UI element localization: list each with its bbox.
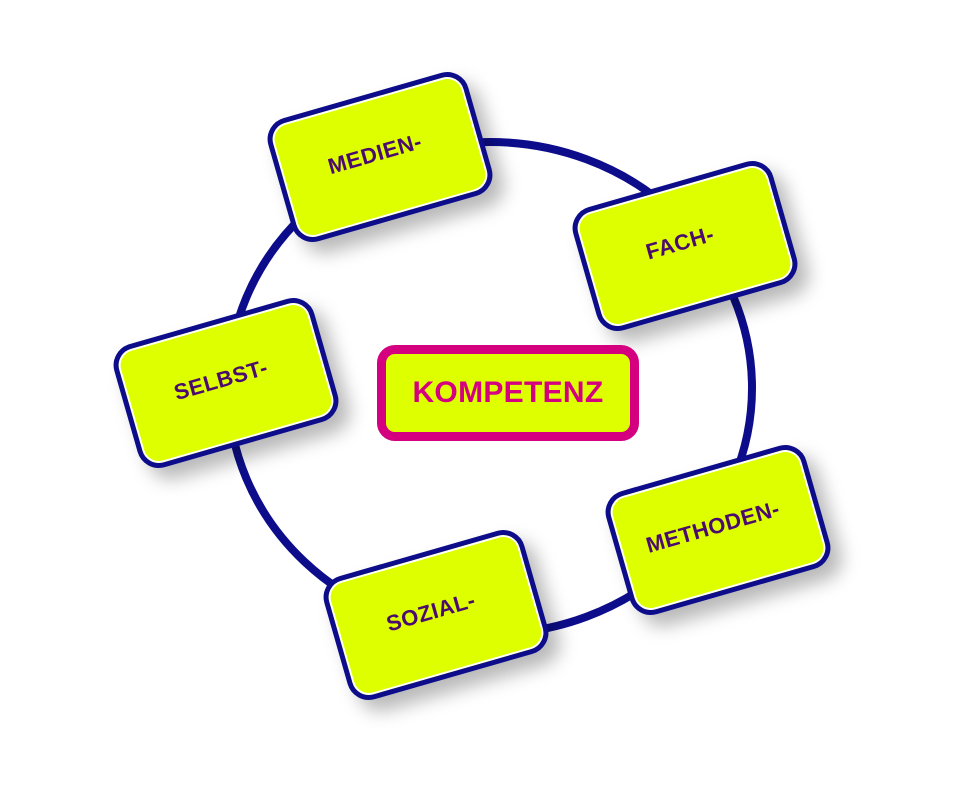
node-medien-label: MEDIEN- <box>325 128 425 180</box>
node-sozial-label: SOZIAL- <box>383 587 479 637</box>
center-node-label: KOMPETENZ <box>412 376 604 409</box>
center-node-kompetenz[interactable]: KOMPETENZ <box>377 345 639 441</box>
node-methoden-label: METHODEN- <box>643 495 783 558</box>
node-selbst-label: SELBST- <box>171 354 271 406</box>
node-fach-label: FACH- <box>642 221 717 265</box>
